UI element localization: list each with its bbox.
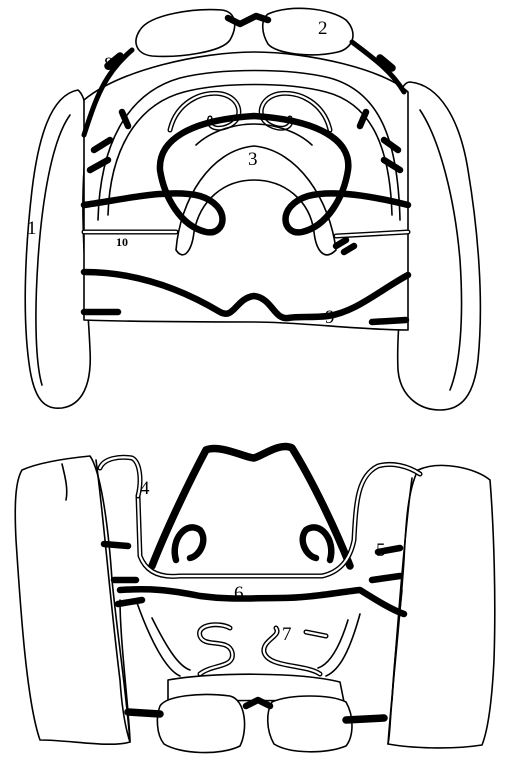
label-2: 2 (318, 18, 328, 39)
lower-lingual-contour-2 (152, 618, 348, 670)
lower-stub-left-3 (118, 600, 142, 604)
lower-lingual-shield (152, 447, 350, 566)
label-1: 1 (27, 218, 37, 239)
upper-incisor-right (263, 8, 353, 54)
lower-transverse-spring (120, 589, 404, 614)
label-6: 6 (234, 583, 244, 604)
lower-incisor-right (268, 696, 352, 752)
lower-solder-left (128, 712, 160, 714)
upper-left-flange (25, 90, 90, 408)
upper-incisor-left (136, 10, 235, 57)
upper-end-stub-right (372, 320, 406, 322)
label-4: 4 (140, 478, 150, 499)
lower-incisor-contact (246, 700, 270, 706)
lower-right-flange (388, 465, 495, 747)
label-7: 7 (282, 624, 292, 645)
lower-stub-left-1 (104, 544, 128, 546)
lower-left-flange (15, 456, 130, 744)
label-10: 10 (116, 235, 128, 249)
upper-incisor-contact (228, 16, 268, 24)
lower-loop-right (303, 527, 332, 560)
lower-appliance: 4 5 6 7 (15, 447, 495, 753)
label-3: 3 (248, 149, 258, 170)
lower-clasp-left-hook (100, 457, 140, 496)
lower-loop-left (175, 527, 204, 560)
lower-stub-right-2 (372, 576, 400, 580)
label-5: 5 (376, 540, 386, 561)
lower-solder-right (346, 718, 384, 720)
upper-appliance: 1 2 3 8 9 10 (25, 8, 480, 410)
label-8: 8 (104, 54, 114, 75)
label-9: 9 (325, 307, 335, 328)
upper-right-flange (398, 82, 481, 410)
lower-incisor-left (157, 694, 244, 752)
